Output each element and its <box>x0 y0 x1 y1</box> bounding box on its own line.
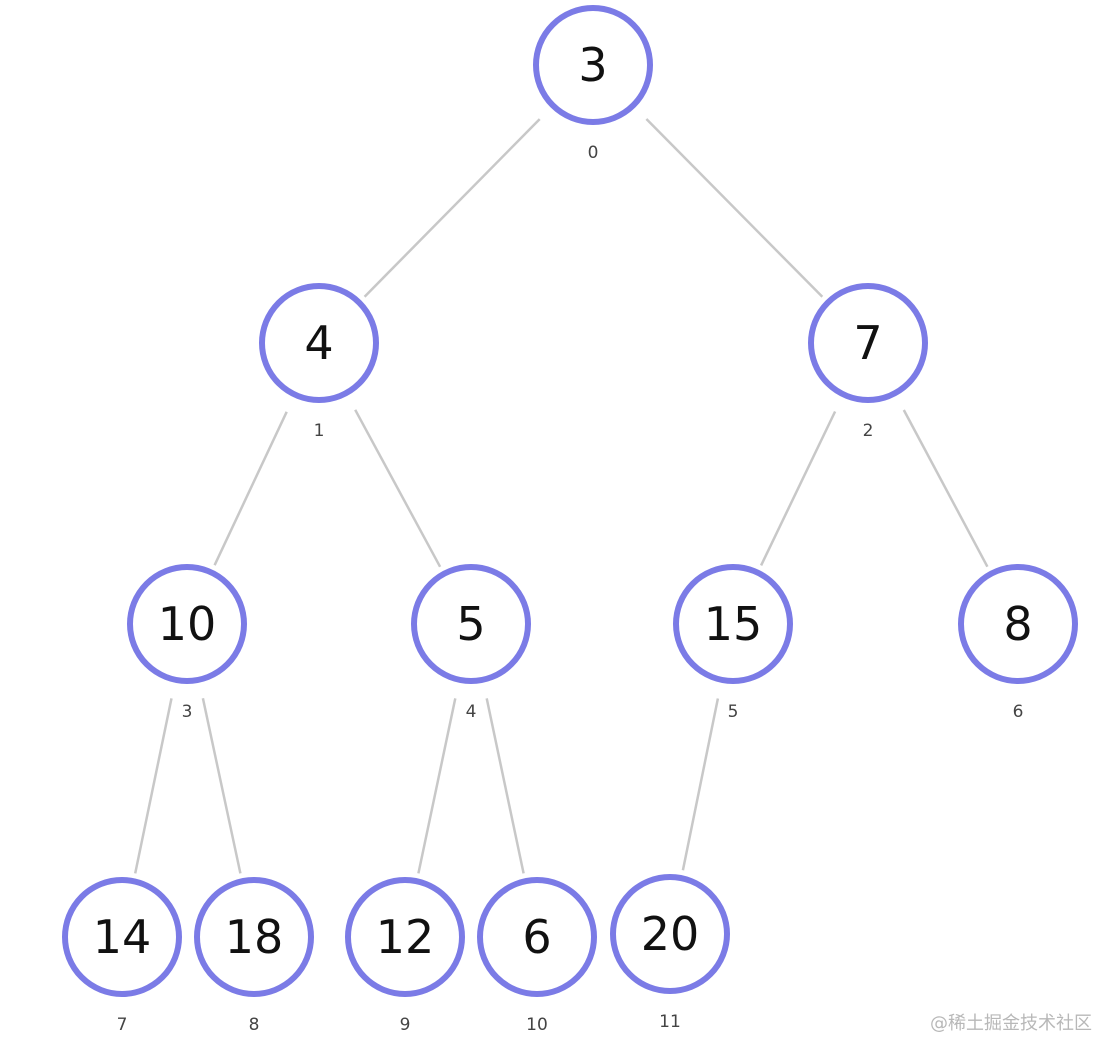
node-index-label: 6 <box>1013 702 1024 722</box>
node-value: 8 <box>1003 597 1032 651</box>
node-circle <box>958 564 1078 684</box>
node-value: 15 <box>704 597 763 651</box>
node-circle <box>259 283 379 403</box>
node-value: 3 <box>578 38 607 92</box>
node-index-label: 4 <box>466 702 477 722</box>
tree-node-8: 18 8 <box>194 877 314 1035</box>
node-value: 14 <box>93 910 152 964</box>
tree-node-9: 12 9 <box>345 877 465 1035</box>
tree-node-10: 6 10 <box>477 877 597 1035</box>
tree-edge-4-9 <box>417 698 457 874</box>
node-index-label: 5 <box>728 702 739 722</box>
node-circle <box>610 874 730 994</box>
node-circle <box>673 564 793 684</box>
node-circle <box>345 877 465 997</box>
tree-edge-1-4 <box>354 409 442 568</box>
tree-node-0: 30 <box>533 5 653 163</box>
tree-edge-2-5 <box>759 410 837 566</box>
watermark-text: @稀土掘金技术社区 <box>930 1013 1092 1034</box>
node-index-label: 1 <box>314 421 325 441</box>
tree-edge-2-6 <box>902 409 989 568</box>
node-value: 20 <box>641 907 700 961</box>
node-circle <box>477 877 597 997</box>
tree-edge-5-11 <box>681 698 720 871</box>
tree-node-5: 15 5 <box>673 564 793 722</box>
node-index-label: 8 <box>249 1015 260 1035</box>
node-value: 18 <box>225 910 284 964</box>
node-index-label: 11 <box>659 1012 681 1032</box>
node-circle <box>62 877 182 997</box>
tree-edge-0-1 <box>363 118 541 298</box>
node-index-label: 3 <box>182 702 193 722</box>
node-value: 10 <box>158 597 217 651</box>
node-circle <box>127 564 247 684</box>
node-circle <box>808 283 928 403</box>
node-value: 4 <box>304 316 333 370</box>
tree-node-7: 14 7 <box>62 877 182 1035</box>
node-index-label: 10 <box>526 1015 548 1035</box>
tree-edge-3-8 <box>201 698 242 874</box>
node-circle <box>411 564 531 684</box>
tree-edges <box>133 118 989 874</box>
tree-edge-0-2 <box>645 118 824 298</box>
tree-edge-4-10 <box>485 698 525 874</box>
node-index-label: 9 <box>400 1015 411 1035</box>
tree-node-2: 72 <box>808 283 928 441</box>
node-value: 6 <box>522 910 551 964</box>
node-value: 12 <box>376 910 435 964</box>
node-index-label: 7 <box>117 1015 128 1035</box>
node-index-label: 0 <box>588 143 599 163</box>
tree-node-4: 54 <box>411 564 531 722</box>
node-value: 5 <box>456 597 485 651</box>
tree-node-3: 10 3 <box>127 564 247 722</box>
node-circle <box>533 5 653 125</box>
tree-edge-3-7 <box>133 698 173 874</box>
tree-node-1: 41 <box>259 283 379 441</box>
tree-edge-1-3 <box>213 411 288 566</box>
node-index-label: 2 <box>863 421 874 441</box>
tree-node-6: 86 <box>958 564 1078 722</box>
node-value: 7 <box>853 316 882 370</box>
node-circle <box>194 877 314 997</box>
